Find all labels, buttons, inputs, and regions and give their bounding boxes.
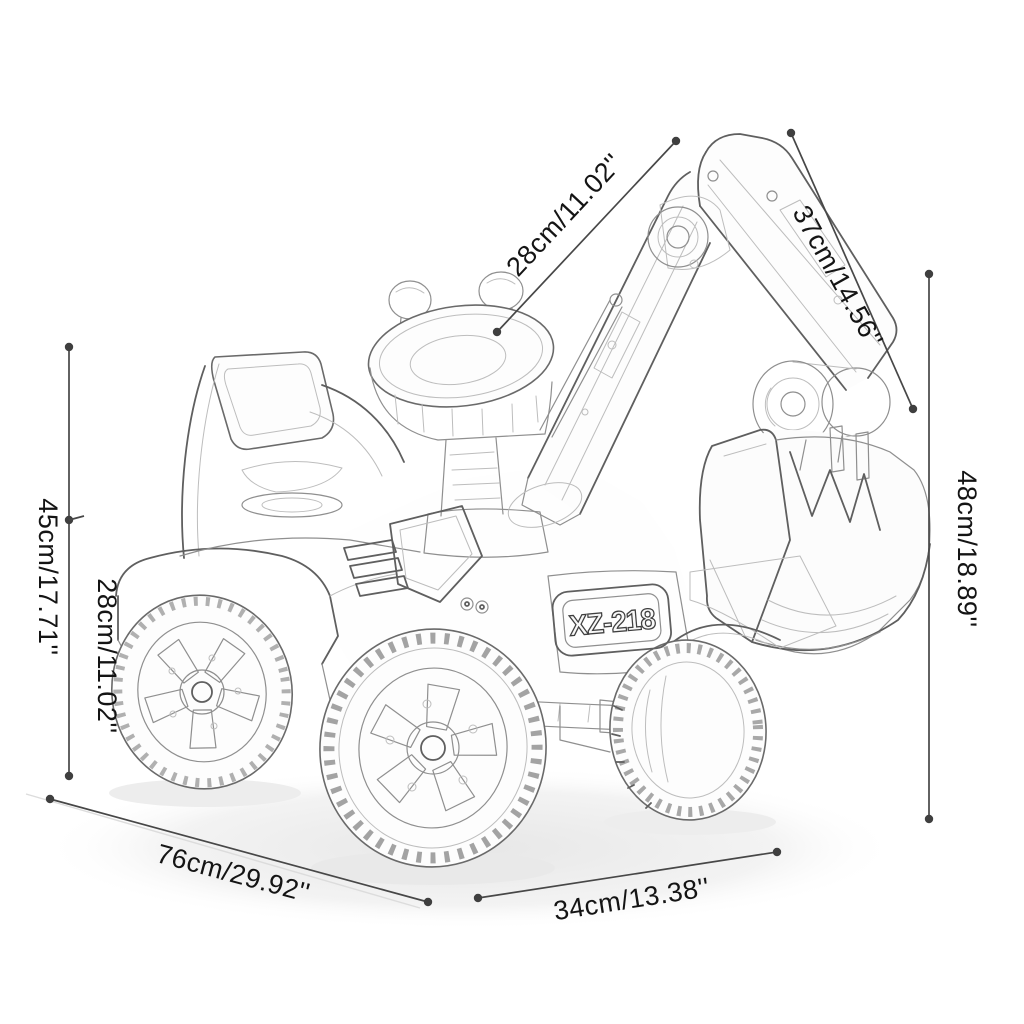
dim-total-height: 45cm/17.71'' 28cm/11.02'': [33, 342, 122, 781]
boom-arm: [507, 171, 711, 528]
dim-label-total-height: 45cm/17.71'': [33, 498, 63, 655]
upper-arm: [647, 133, 898, 391]
wheel-center: [319, 628, 547, 868]
model-plate: XZ-218: [551, 583, 672, 657]
model-plate-text: XZ-218: [568, 603, 657, 642]
wheel-left: [110, 594, 294, 790]
wheel-right: [609, 639, 767, 821]
dim-label-arm-top-height: 48cm/18.89'': [952, 470, 982, 627]
dim-label-rear-body-height: 28cm/11.02'': [92, 578, 122, 733]
bucket: [698, 425, 931, 655]
dim-label-steering-wheel-width: 28cm/11.02'': [500, 148, 628, 282]
steering-wheel: [367, 271, 555, 558]
dim-arm-top-height: 48cm/18.89'': [924, 269, 982, 824]
seat-back: [181, 351, 405, 559]
excavator-drawing: XZ-218: [110, 133, 931, 868]
